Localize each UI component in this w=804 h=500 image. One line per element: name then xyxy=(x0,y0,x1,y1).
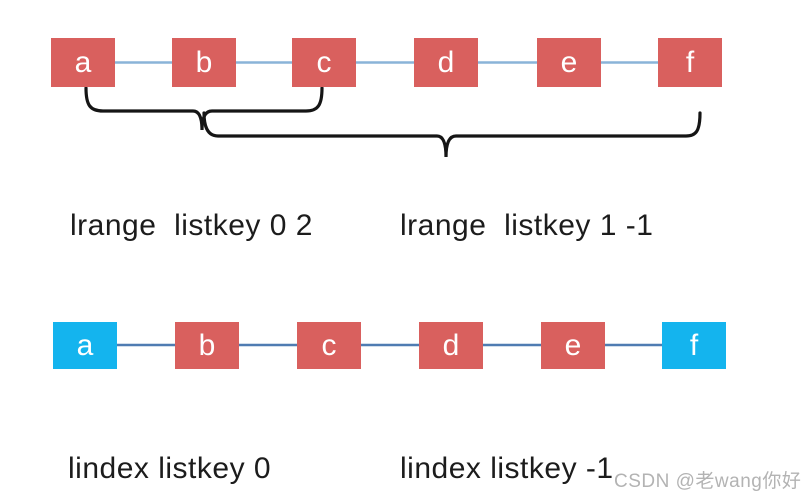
node-label: b xyxy=(198,328,216,362)
bracket-lrange-0-2 xyxy=(84,86,324,131)
caption-lindex-neg1: lindex listkey -1 xyxy=(400,452,614,485)
list-node-d-bottom: d xyxy=(419,322,483,369)
caption-lindex-0: lindex listkey 0 xyxy=(68,452,272,485)
list-node-c-bottom: c xyxy=(297,322,361,369)
node-label: a xyxy=(74,45,92,79)
node-label: c xyxy=(321,328,337,362)
list-node-e-bottom: e xyxy=(541,322,605,369)
list-node-c-top: c xyxy=(292,38,356,87)
node-label: a xyxy=(76,328,94,362)
list-node-a-bottom: a xyxy=(53,322,117,369)
bracket-lrange-1-neg1 xyxy=(202,111,702,158)
node-label: f xyxy=(689,328,699,362)
node-label: d xyxy=(437,45,455,79)
caption-lrange-0-2: lrange listkey 0 2 xyxy=(70,209,313,242)
node-label: f xyxy=(685,45,695,79)
list-node-b-top: b xyxy=(172,38,236,87)
list-node-d-top: d xyxy=(414,38,478,87)
list-node-a-top: a xyxy=(51,38,115,87)
list-node-e-top: e xyxy=(537,38,601,87)
node-label: e xyxy=(560,45,578,79)
list-node-f-bottom: f xyxy=(662,322,726,369)
node-label: e xyxy=(564,328,582,362)
list-node-b-bottom: b xyxy=(175,322,239,369)
node-label: d xyxy=(442,328,460,362)
node-label: c xyxy=(316,45,332,79)
list-node-f-top: f xyxy=(658,38,722,87)
node-label: b xyxy=(195,45,213,79)
caption-lrange-1-neg1: lrange listkey 1 -1 xyxy=(400,209,654,242)
csdn-watermark: CSDN @老wang你好 xyxy=(614,471,802,492)
